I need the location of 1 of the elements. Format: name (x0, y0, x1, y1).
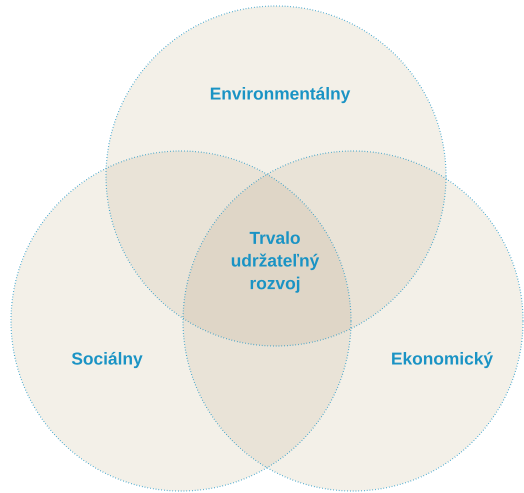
center-label: Trvalo udržateľný rozvoj (232, 231, 320, 293)
